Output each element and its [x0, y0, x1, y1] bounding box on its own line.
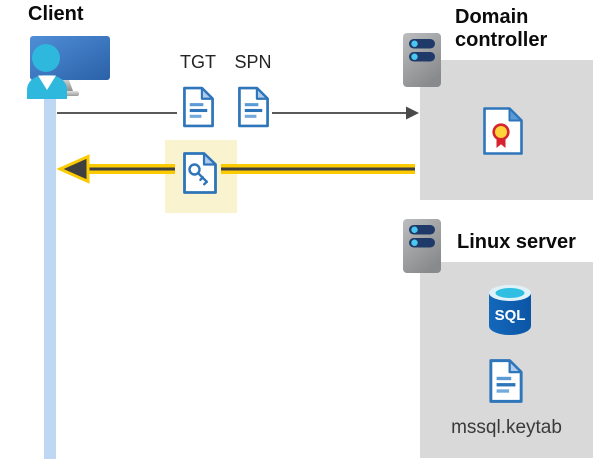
- sql-badge-text: SQL: [495, 307, 526, 324]
- linux-server-label: Linux server: [457, 231, 576, 253]
- keytab-file-label: mssql.keytab: [451, 417, 562, 438]
- request-arrow-icon: [57, 106, 419, 120]
- client-user-at-monitor-icon: [27, 36, 110, 99]
- spn-document-icon: [238, 86, 269, 128]
- key-icon: [188, 163, 208, 186]
- person-collar: [38, 75, 56, 90]
- person-head: [32, 44, 60, 72]
- domain-controller-server-icon: [403, 33, 441, 87]
- certificate-icon: [483, 107, 523, 155]
- response-arrow-icon: [56, 154, 415, 184]
- keytab-document-icon: [489, 359, 523, 403]
- domain-controller-label: Domain controller: [455, 6, 548, 51]
- tgt-label: TGT: [180, 52, 216, 72]
- sql-database-icon: SQL: [489, 285, 531, 335]
- seal: [492, 123, 510, 141]
- service-ticket-key-document-icon: [183, 152, 217, 194]
- linux-server-server-icon: [403, 219, 441, 273]
- spn-label: SPN: [234, 52, 272, 72]
- tgt-document-icon: [183, 86, 214, 128]
- client-lifeline: [44, 97, 56, 459]
- client-label: Client: [28, 3, 84, 25]
